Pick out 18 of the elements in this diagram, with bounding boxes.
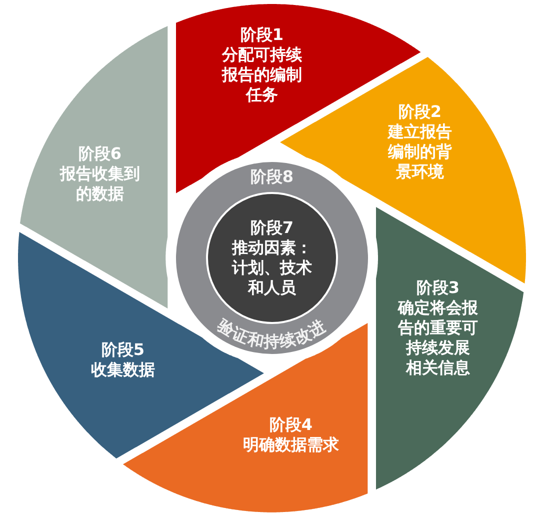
stage-title: 阶段5 <box>101 340 145 360</box>
stage-title: 阶段3 <box>416 278 460 298</box>
stage-description: 报告收集到的数据 <box>58 164 141 204</box>
aperture-segment <box>376 207 524 490</box>
stage-description: 推动因素：计划、技术和人员 <box>231 238 313 298</box>
ring-caption: 验证和持续改进 <box>214 316 330 352</box>
stage-title: 阶段1 <box>240 25 284 45</box>
stage-description: 确定将会报告的重要可持续发展相关信息 <box>397 298 479 378</box>
stage-title: 阶段6 <box>78 144 122 164</box>
stage-title: 阶段4 <box>269 414 313 435</box>
stage-title: 阶段8 <box>250 167 294 187</box>
stage-description: 建立报告编制的背景环境 <box>387 122 453 182</box>
stage-title: 阶段2 <box>398 102 442 122</box>
stage-description: 分配可持续报告的编制任务 <box>221 45 303 105</box>
stage-description: 明确数据需求 <box>242 434 340 455</box>
stage-description: 收集数据 <box>90 360 156 380</box>
aperture-segment <box>20 26 168 309</box>
stage-title: 阶段7 <box>250 218 294 238</box>
